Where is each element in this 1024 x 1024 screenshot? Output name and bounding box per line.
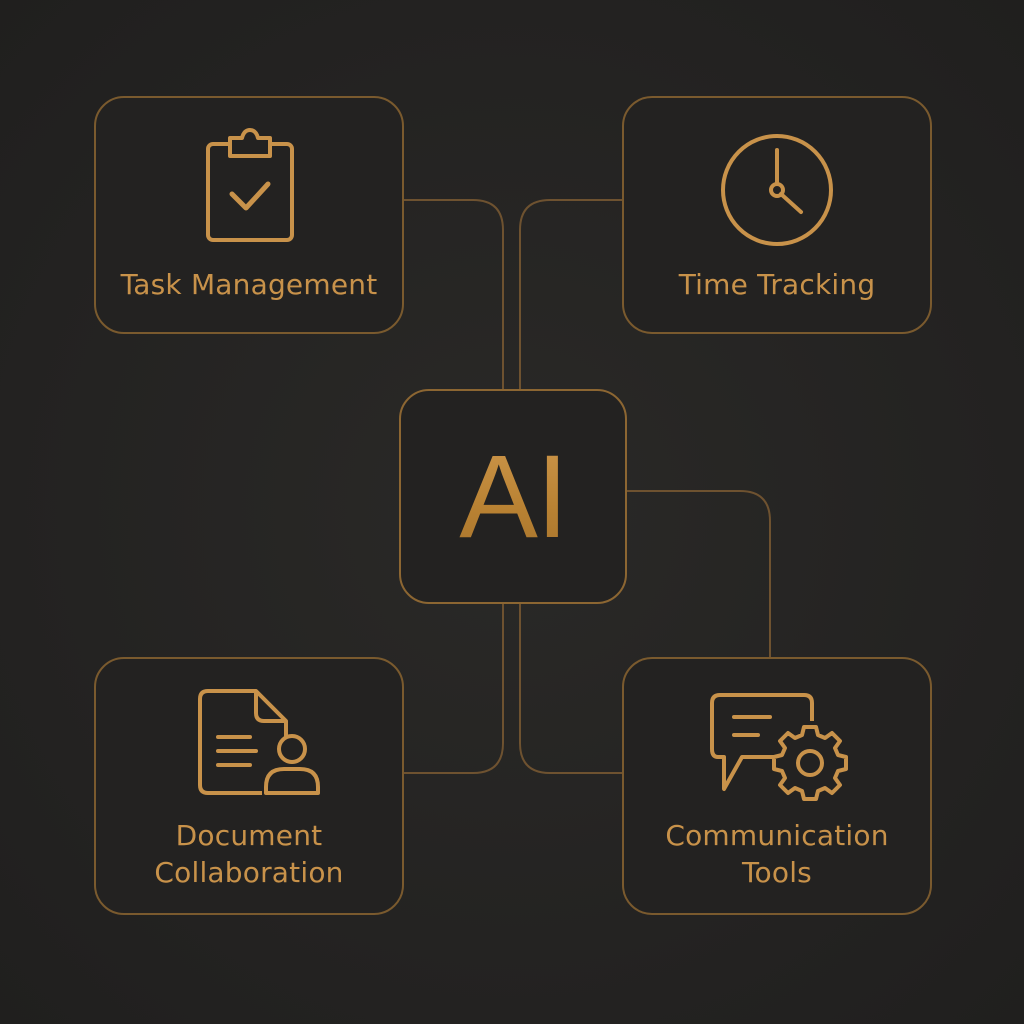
connector-right bbox=[627, 490, 771, 657]
node-label: Communication Tools bbox=[624, 817, 930, 891]
node-label-line: Task Management bbox=[120, 268, 378, 301]
ai-hub: AI bbox=[399, 389, 627, 604]
node-label-line: Collaboration bbox=[154, 856, 344, 889]
node-label-line: Time Tracking bbox=[678, 268, 876, 301]
node-task-management: Task Management bbox=[94, 96, 404, 334]
connector-doc bbox=[404, 604, 504, 774]
node-communication-tools: Communication Tools bbox=[622, 657, 932, 915]
node-time-tracking: Time Tracking bbox=[622, 96, 932, 334]
connector-time bbox=[519, 199, 622, 389]
chat-gear-icon bbox=[710, 693, 848, 801]
ai-hub-label: AI bbox=[401, 391, 625, 602]
node-label: Document Collaboration bbox=[96, 817, 402, 891]
node-label-line: Communication bbox=[665, 819, 889, 852]
node-label: Time Tracking bbox=[624, 266, 930, 303]
node-label: Task Management bbox=[96, 266, 402, 303]
connector-comm bbox=[519, 604, 622, 774]
document-user-icon bbox=[198, 689, 320, 795]
clock-icon bbox=[721, 134, 833, 246]
node-label-line: Tools bbox=[742, 856, 812, 889]
node-document-collaboration: Document Collaboration bbox=[94, 657, 404, 915]
connector-task bbox=[404, 199, 504, 389]
clipboard-check-icon bbox=[206, 128, 294, 242]
node-label-line: Document bbox=[175, 819, 323, 852]
